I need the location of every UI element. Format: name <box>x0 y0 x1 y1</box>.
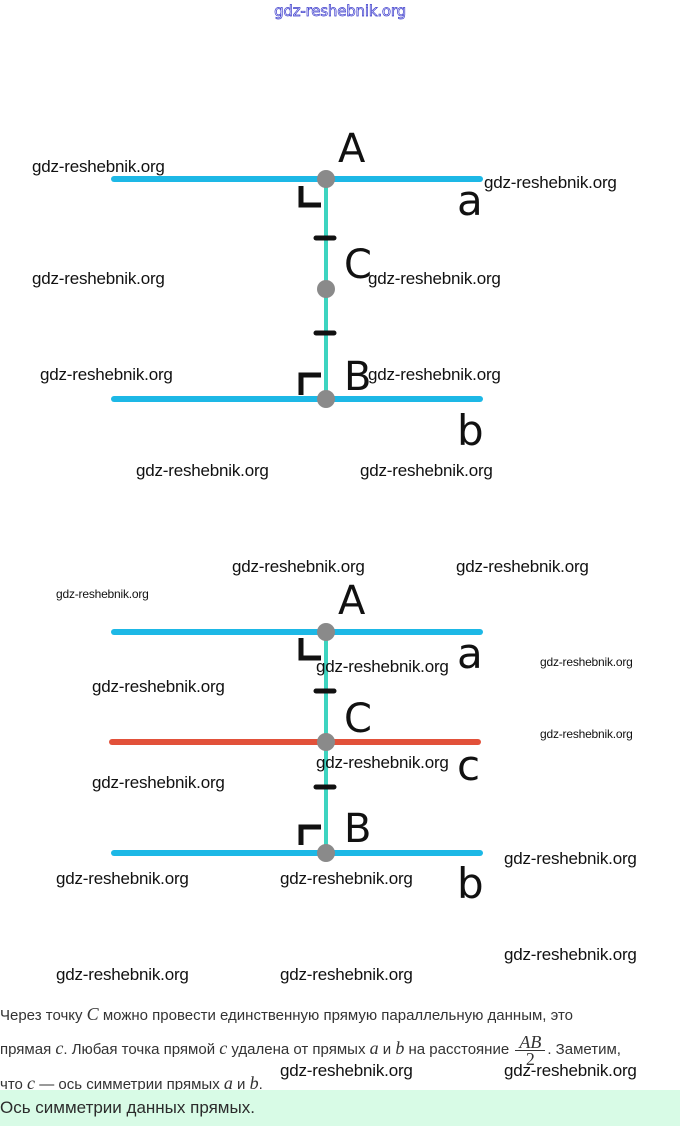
point-b <box>317 390 335 408</box>
math-var: a <box>223 1072 233 1093</box>
solution-text-fragment: — ось симметрии прямых <box>35 1075 224 1093</box>
solution-text-fragment: AB <box>515 1033 546 1051</box>
solution-text-fragment: и <box>378 1041 396 1058</box>
math-var: c <box>27 1072 36 1093</box>
solution-text-fragment: что <box>0 1075 28 1093</box>
right-angle-mark-b <box>298 372 321 395</box>
math-var: c <box>219 1038 228 1058</box>
watermark: gdz-reshebnik.org <box>540 655 633 669</box>
watermark: gdz-reshebnik.org <box>56 869 189 888</box>
math-var: b <box>249 1072 259 1093</box>
watermark: gdz-reshebnik.org <box>504 849 637 868</box>
solution-text-fragment: Через точку <box>0 1007 87 1024</box>
point-b <box>317 844 335 862</box>
watermark: gdz-reshebnik.org <box>92 773 225 792</box>
watermark: gdz-reshebnik.org <box>32 269 165 288</box>
watermark: gdz-reshebnik.org <box>56 587 149 601</box>
solution-text-fragment: можно провести единственную прямую парал… <box>98 1007 574 1024</box>
label-point-b: B <box>344 354 371 400</box>
figure-1-diagram: A C B a b <box>111 126 484 455</box>
label-point-a: A <box>338 126 366 172</box>
label-line-c: c <box>457 741 480 790</box>
point-c <box>317 280 335 298</box>
right-angle-mark-a <box>298 638 321 661</box>
label-point-b: B <box>344 806 371 852</box>
label-line-b: b <box>457 859 484 908</box>
watermark: gdz-reshebnik.org <box>280 869 413 888</box>
label-point-c: C <box>344 696 372 742</box>
right-angle-mark-b <box>298 824 321 845</box>
solution-line-2: прямая c. Любая точка прямой c удалена о… <box>0 1032 680 1069</box>
solution-text-fragment: и <box>232 1075 250 1093</box>
math-var: C <box>86 1004 99 1024</box>
point-c <box>317 733 335 751</box>
watermark: gdz-reshebnik.org <box>456 557 589 576</box>
label-line-a: a <box>457 176 483 225</box>
watermark: gdz-reshebnik.org <box>92 677 225 696</box>
watermark: gdz-reshebnik.org <box>316 753 449 772</box>
solution-text-fragment: на расстояние <box>404 1041 514 1058</box>
solution-text-fragment: удалена от прямых <box>227 1041 370 1058</box>
watermark: gdz-reshebnik.org <box>136 461 269 480</box>
solution-text-fragment: . Любая точка прямой <box>63 1041 220 1058</box>
site-link[interactable]: gdz-reshebnik.org <box>274 2 407 21</box>
watermark: gdz-reshebnik.org <box>280 1061 413 1080</box>
math-var: b <box>395 1038 405 1058</box>
label-point-a: A <box>338 578 366 624</box>
watermark: gdz-reshebnik.org <box>540 727 633 741</box>
label-line-a: a <box>457 629 483 678</box>
watermark: gdz-reshebnik.org <box>232 557 365 576</box>
point-a <box>317 623 335 641</box>
solution-line-1: Через точку C можно провести единственну… <box>0 998 680 1032</box>
right-angle-mark-a <box>298 186 321 208</box>
watermark: gdz-reshebnik.org <box>56 965 189 984</box>
answer-box: Ось симметрии данных прямых. <box>0 1090 680 1126</box>
solution-text-fragment: . <box>258 1075 263 1093</box>
watermark: gdz-reshebnik.org <box>368 365 501 384</box>
watermark: gdz-reshebnik.org <box>504 945 637 964</box>
site-header: gdz-reshebnik.org <box>0 0 680 26</box>
solution-text-fragment: 2 <box>525 1048 535 1069</box>
solution-text-fragment: . Заметим, <box>547 1041 621 1058</box>
watermark: gdz-reshebnik.org <box>280 965 413 984</box>
watermark: gdz-reshebnik.org <box>484 173 617 192</box>
watermark: gdz-reshebnik.org <box>360 461 493 480</box>
solution-text-fragment: прямая <box>0 1041 56 1058</box>
label-point-c: C <box>344 242 372 288</box>
solution-text: Через точку C можно провести единственну… <box>0 998 680 1101</box>
figure-2-diagram: A C B a c b <box>109 578 484 908</box>
math-var: c <box>55 1038 64 1058</box>
label-line-b: b <box>457 406 484 455</box>
point-a <box>317 170 335 188</box>
watermark: gdz-reshebnik.org <box>368 269 501 288</box>
solution-line-3: что c — ось симметрии прямых a и b. <box>0 1067 680 1101</box>
watermark: gdz-reshebnik.org <box>40 365 173 384</box>
watermark: gdz-reshebnik.org <box>504 1061 637 1080</box>
watermark: gdz-reshebnik.org <box>32 157 165 176</box>
watermark: gdz-reshebnik.org <box>316 657 449 676</box>
math-var: a <box>369 1038 379 1058</box>
